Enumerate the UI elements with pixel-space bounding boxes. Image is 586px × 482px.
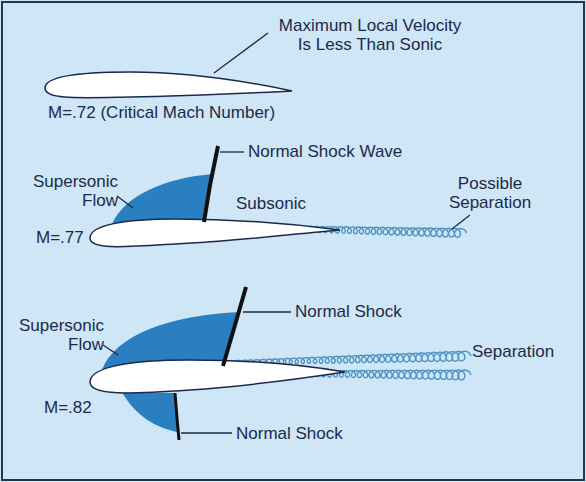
leader-line xyxy=(103,345,118,355)
callout-text: Supersonic Flow xyxy=(8,316,104,354)
leader-line xyxy=(243,311,291,312)
supersonic-region xyxy=(102,288,246,370)
shock-wave xyxy=(175,393,179,440)
mach-label: M=.77 xyxy=(36,228,96,247)
region-label: Subsonic xyxy=(236,194,336,213)
callout-text: Possible Separation xyxy=(430,174,550,212)
callout-text: Normal Shock Wave xyxy=(248,142,448,161)
supersonic-region xyxy=(112,147,218,224)
callout-text: Supersonic Flow xyxy=(22,172,118,210)
airfoil xyxy=(90,219,340,247)
leader-line xyxy=(117,196,133,208)
leader-line xyxy=(452,215,470,229)
callout-text: Normal Shock xyxy=(295,302,445,321)
leader-line xyxy=(181,432,232,433)
separation-wake xyxy=(223,225,471,380)
shock-wave xyxy=(204,146,218,222)
leader-line xyxy=(214,33,268,73)
airfoil xyxy=(45,72,292,98)
airfoil xyxy=(90,360,345,393)
callout-text: Separation xyxy=(472,342,577,361)
callout-text: Maximum Local Velocity Is Less Than Soni… xyxy=(270,16,470,54)
mach-label: M=.72 (Critical Mach Number) xyxy=(48,103,348,122)
supersonic-region xyxy=(122,392,178,432)
mach-label: M=.82 xyxy=(44,398,104,417)
leader-line xyxy=(220,151,244,152)
callout-text: Normal Shock xyxy=(236,424,386,443)
shock-wave xyxy=(223,287,246,366)
